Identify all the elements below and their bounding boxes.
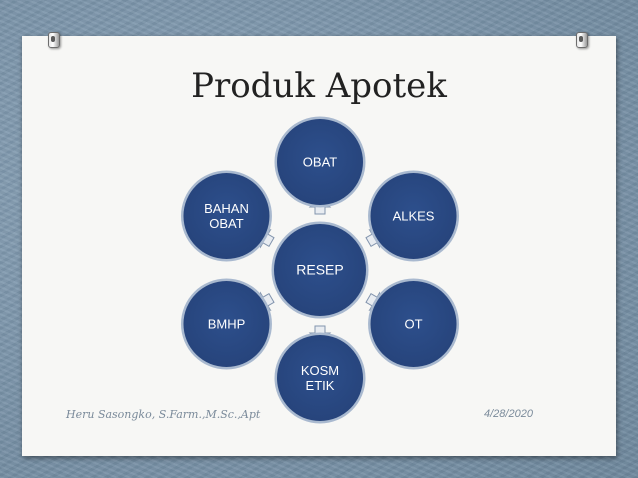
outer-node-label: OT [404,317,422,332]
outer-node-label: ALKES [393,209,435,224]
outer-node [368,170,460,262]
outer-node-label: OBAT [209,216,243,231]
outer-node-label: ETIK [306,378,335,393]
outer-node [180,278,272,370]
center-node [271,221,369,319]
pin-icon [576,32,588,48]
outer-node-label: BAHAN [204,201,249,216]
outer-node-label: BMHP [208,317,246,332]
pin-icon [48,32,60,48]
footer-author: Heru Sasongko, S.Farm.,M.Sc.,Apt [66,408,261,421]
outer-node-label: OBAT [303,155,337,170]
slide-title: Produk Apotek [191,66,447,106]
outer-node [274,116,366,208]
outer-node [368,278,460,370]
footer-date: 4/28/2020 [484,408,533,420]
outer-node-label: KOSM [301,363,339,378]
outer-node [274,332,366,424]
center-node-label: RESEP [296,262,343,278]
outer-node [180,170,272,262]
